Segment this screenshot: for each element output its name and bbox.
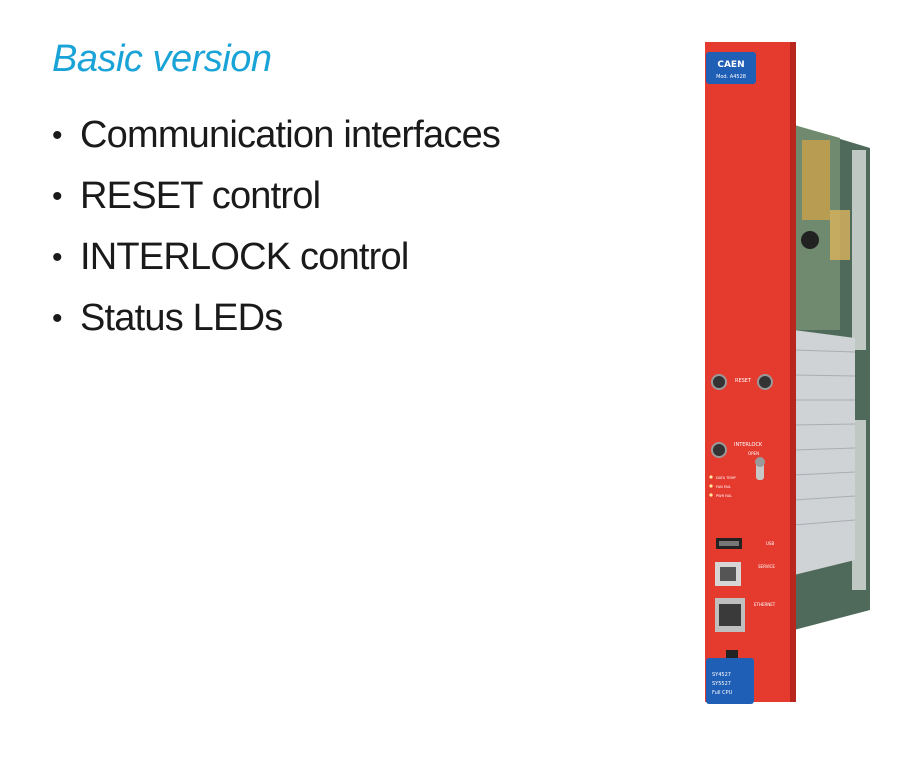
service-port: SERVICE <box>715 562 775 586</box>
svg-text:ETHERNET: ETHERNET <box>754 602 776 607</box>
bullet-icon: • <box>52 119 62 152</box>
svg-text:SY5527: SY5527 <box>712 681 731 687</box>
interlock-control: INTERLOCK OPEN <box>711 442 765 480</box>
bullet-icon: • <box>52 241 62 274</box>
svg-text:SY4527: SY4527 <box>712 672 731 678</box>
svg-text:INTERLOCK: INTERLOCK <box>734 442 763 448</box>
bottom-label-tag: SY4527 SY5527 Full CPU <box>706 650 754 704</box>
list-item: • RESET control <box>52 173 500 234</box>
status-leds: DATA TEMP FAN FAIL PWR FAIL <box>709 475 736 498</box>
list-item-text: Communication interfaces <box>80 114 501 156</box>
svg-text:Full CPU: Full CPU <box>712 690 733 696</box>
feature-list: • Communication interfaces • RESET control… <box>52 112 501 356</box>
ethernet-port: ETHERNET <box>715 598 776 632</box>
svg-text:Mod. A4528: Mod. A4528 <box>716 74 746 80</box>
bullet-icon: • <box>52 180 62 213</box>
reset-control: RESET <box>711 374 773 390</box>
svg-text:RESET: RESET <box>735 378 752 384</box>
svg-text:SERVICE: SERVICE <box>758 564 775 569</box>
usb-port: USB <box>716 538 774 549</box>
svg-text:FAN FAIL: FAN FAIL <box>716 485 731 489</box>
svg-text:USB: USB <box>766 541 774 546</box>
list-item: • Status LEDs <box>52 295 500 356</box>
svg-text:DATA TEMP: DATA TEMP <box>716 476 736 480</box>
bullet-icon: • <box>52 302 62 335</box>
list-item: • Communication interfaces <box>52 112 501 173</box>
heatsink <box>793 330 856 575</box>
list-item: • INTERLOCK control <box>52 234 500 295</box>
controller-module-image: CAEN Mod. A4528 RESET INTERLOCK OPEN DAT… <box>705 42 870 704</box>
svg-text:OPEN: OPEN <box>748 451 759 456</box>
svg-text:PWR FAIL: PWR FAIL <box>716 494 732 498</box>
svg-text:CAEN: CAEN <box>717 60 744 70</box>
list-item-text: RESET control <box>80 175 321 217</box>
top-label-tag: CAEN Mod. A4528 <box>706 52 756 84</box>
front-panel <box>705 42 795 702</box>
list-item-text: Status LEDs <box>80 297 283 339</box>
slide-title: Basic version <box>52 38 272 80</box>
list-item-text: INTERLOCK control <box>80 236 409 278</box>
